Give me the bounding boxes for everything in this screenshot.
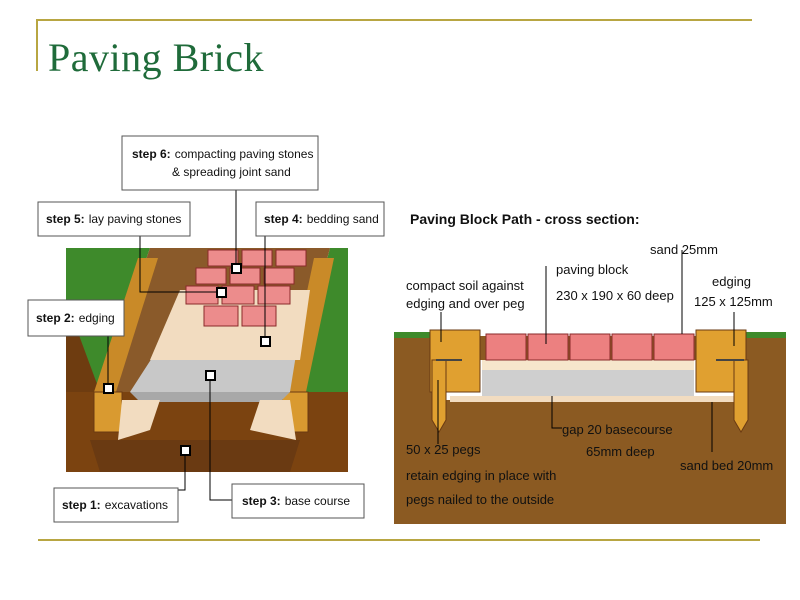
brick xyxy=(275,249,307,267)
brick xyxy=(263,267,295,285)
leader-lines xyxy=(107,190,266,501)
marker-step-1 xyxy=(180,445,191,456)
step-4-box xyxy=(255,201,385,237)
label-edging-1: edging xyxy=(712,274,751,289)
step-1-label: step 1:excavations xyxy=(62,498,168,512)
trench-bottom xyxy=(90,440,300,472)
step-1-box xyxy=(53,487,179,523)
marker-step-2 xyxy=(103,383,114,394)
brick xyxy=(241,249,273,267)
sand-25-cs xyxy=(482,360,694,370)
base-course-cs xyxy=(482,370,694,396)
label-paving-block-1: paving block xyxy=(556,262,629,277)
brick xyxy=(195,267,227,285)
peg-left xyxy=(431,359,447,433)
label-paving-block-2: 230 x 190 x 60 deep xyxy=(556,288,674,303)
grass-right-cs xyxy=(744,332,786,338)
brick xyxy=(241,305,277,327)
step-3-label: step 3:base course xyxy=(242,494,350,508)
label-gap-2: 65mm deep xyxy=(586,444,655,459)
step-2-label: step 2:edging xyxy=(36,311,115,325)
label-sand-25: sand 25mm xyxy=(650,242,718,257)
label-pegs-3: pegs nailed to the outside xyxy=(406,492,554,507)
cs-leader-lines xyxy=(437,250,735,452)
label-compact-soil-1: compact soil against xyxy=(406,278,524,293)
marker-step-3 xyxy=(205,370,216,381)
grass-left-cs xyxy=(394,332,438,338)
label-edging-2: 125 x 125mm xyxy=(694,294,773,309)
sand-wedge-left xyxy=(118,400,160,440)
left-frame-line xyxy=(36,19,38,71)
sand-wedge-right xyxy=(250,400,296,440)
peg-right xyxy=(733,359,749,433)
paving-blocks-cs xyxy=(485,333,695,361)
cross-section-title: Paving Block Path - cross section: xyxy=(410,211,640,227)
block xyxy=(485,333,527,361)
label-compact-soil-2: edging and over peg xyxy=(406,296,525,311)
bottom-frame-line xyxy=(38,539,760,541)
block xyxy=(569,333,611,361)
label-gap-1: gap 20 basecourse xyxy=(562,422,673,437)
brick xyxy=(207,249,239,267)
edging-left-front xyxy=(93,391,123,433)
step-6-box xyxy=(121,135,319,191)
step-6-label-line2: & spreading joint sand xyxy=(172,165,291,179)
brick xyxy=(185,285,219,305)
label-pegs-2: retain edging in place with xyxy=(406,468,556,483)
top-frame-line xyxy=(38,19,752,21)
cross-section-diagram: Paving Block Path - cross section: xyxy=(394,211,786,524)
block xyxy=(611,333,653,361)
brick xyxy=(257,285,291,305)
block xyxy=(527,333,569,361)
step-2-box xyxy=(27,299,125,337)
label-sand-bed: sand bed 20mm xyxy=(680,458,773,473)
step-5-box xyxy=(37,201,191,237)
step-6-label: step 6:compacting paving stones xyxy=(132,147,313,161)
block xyxy=(653,333,695,361)
marker-step-4 xyxy=(260,336,271,347)
paving-bricks xyxy=(185,249,307,327)
step-4-label: step 4:bedding sand xyxy=(264,212,379,226)
brick xyxy=(203,305,239,327)
step-3-box xyxy=(231,483,365,519)
marker-step-5 xyxy=(216,287,227,298)
step-5-label: step 5:lay paving stones xyxy=(46,212,181,226)
marker-step-6 xyxy=(231,263,242,274)
slide-title: Paving Brick xyxy=(48,35,264,80)
sand-bed-cs xyxy=(450,396,740,402)
label-pegs-1: 50 x 25 pegs xyxy=(406,442,481,457)
left-diagram: step 6:compacting paving stones & spread… xyxy=(27,135,385,530)
